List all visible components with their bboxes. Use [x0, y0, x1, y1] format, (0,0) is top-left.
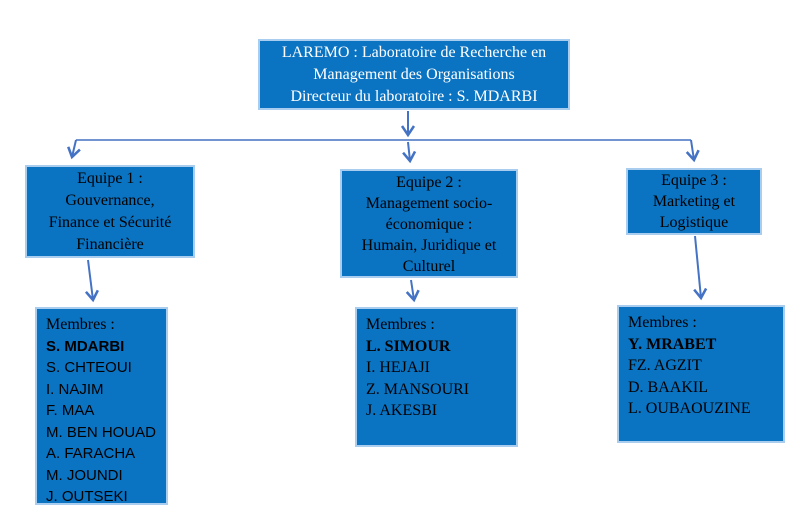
member-name: J. AKESBI [366, 402, 438, 419]
root-line: LAREMO : Laboratoire de Recherche en [281, 44, 547, 61]
member-name: S. CHTEOUI [46, 359, 132, 376]
team-line: Marketing et [652, 193, 736, 210]
arrow-team3-to-members3 [693, 235, 708, 301]
team-line: Management socio- [365, 195, 493, 212]
member-name: M. BEN HOUAD [46, 423, 157, 441]
member-name: I. NAJIM [46, 380, 104, 398]
team-line: Equipe 2 : [396, 174, 462, 191]
member-name-lead: Y. MRABET [628, 335, 717, 353]
arrow-team1-to-members1 [84, 259, 99, 303]
member-name: D. BAAKIL [628, 378, 708, 396]
member-name: M. JOUNDI [46, 466, 123, 484]
members-header: Membres : [46, 316, 115, 333]
member-name: F. MAA [46, 402, 95, 419]
members-header: Membres : [628, 314, 697, 331]
member-name: Z. MANSOURI [366, 380, 470, 398]
root-node: LAREMO : Laboratoire de Recherche en Man… [258, 39, 570, 110]
team-line: Gouvernance, [65, 192, 155, 209]
members-node-1: Membres : S. MDARBI S. CHTEOUI I. NAJIM … [35, 307, 168, 505]
team-node-3: Equipe 3 : Marketing et Logistique [626, 168, 762, 235]
team-line: Equipe 1 : [77, 170, 143, 187]
team-line: économique : [385, 216, 473, 233]
member-name: FZ. AGZIT [628, 357, 702, 374]
team-line: Financière [76, 236, 144, 253]
team-line: Logistique [659, 214, 729, 231]
team-node-1: Equipe 1 : Gouvernance, Finance et Sécur… [25, 165, 195, 258]
team-line: Equipe 3 : [661, 172, 727, 189]
member-name: L. OUBAOUZINE [628, 400, 751, 417]
arrow-team2-to-members2 [405, 279, 420, 303]
member-name-lead: S. MDARBI [46, 337, 125, 355]
root-line: Management des Organisations [313, 66, 515, 83]
members-node-2: Membres : L. SIMOUR I. HEJAJI Z. MANSOUR… [355, 307, 518, 447]
team-line: Culturel [402, 258, 456, 275]
member-name: A. FARACHA [46, 445, 136, 462]
root-line: Directeur du laboratoire : S. MDARBI [290, 88, 538, 105]
team-node-2: Equipe 2 : Management socio- économique … [340, 169, 518, 278]
member-name-lead: L. SIMOUR [366, 337, 451, 355]
arrow-bus-to-team1 [67, 139, 81, 160]
arrow-bus-to-team2 [402, 141, 417, 164]
members-header: Membres : [366, 316, 435, 333]
arrow-bus-to-team3 [685, 139, 700, 163]
team-line: Finance et Sécurité [48, 214, 172, 231]
team-line: Humain, Juridique et [361, 237, 497, 254]
member-name: I. HEJAJI [366, 359, 430, 376]
members-node-3: Membres : Y. MRABET FZ. AGZIT D. BAAKIL … [617, 305, 785, 443]
member-name: J. OUTSEKI [46, 488, 128, 505]
